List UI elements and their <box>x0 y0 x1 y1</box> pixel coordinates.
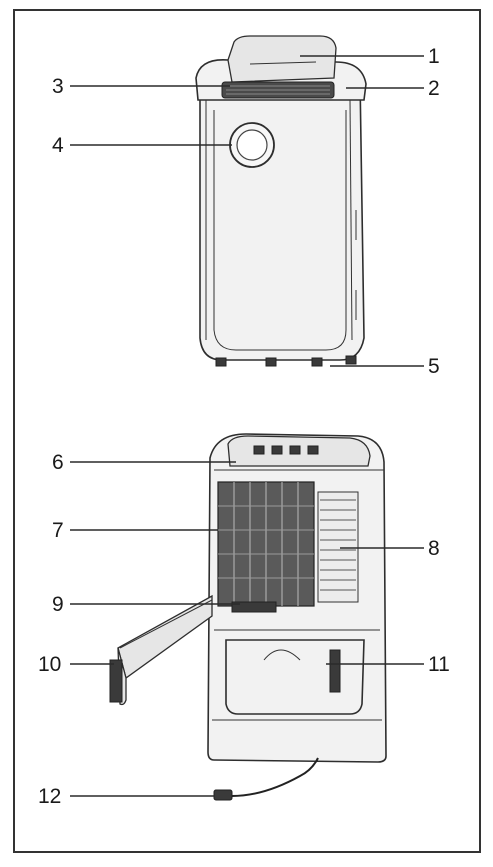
air-outlet-grille <box>221 81 335 99</box>
side-air-grille <box>317 491 359 603</box>
power-cord <box>213 757 319 801</box>
callout-5: 5 <box>428 355 440 378</box>
water-tank <box>225 639 365 715</box>
callout-2: 2 <box>428 77 440 100</box>
callout-labels: 1 2 3 4 5 6 7 8 9 10 11 12 <box>38 45 450 808</box>
leader-lines <box>70 55 424 797</box>
callout-10: 10 <box>38 653 61 676</box>
callout-7: 7 <box>52 519 64 542</box>
callout-4: 4 <box>52 134 64 157</box>
callout-8: 8 <box>428 537 440 560</box>
handle <box>227 35 337 83</box>
hinge <box>231 601 277 613</box>
callout-11: 11 <box>428 653 450 676</box>
water-tank-door <box>109 594 213 706</box>
air-filter <box>217 481 315 607</box>
callout-9: 9 <box>52 593 64 616</box>
callout-6: 6 <box>52 451 64 474</box>
water-level-window <box>229 122 275 168</box>
callout-1: 1 <box>428 45 440 68</box>
callout-3: 3 <box>52 75 64 98</box>
castor-wheels <box>215 355 357 367</box>
callout-12: 12 <box>38 785 61 808</box>
front-view-unit <box>195 59 367 361</box>
